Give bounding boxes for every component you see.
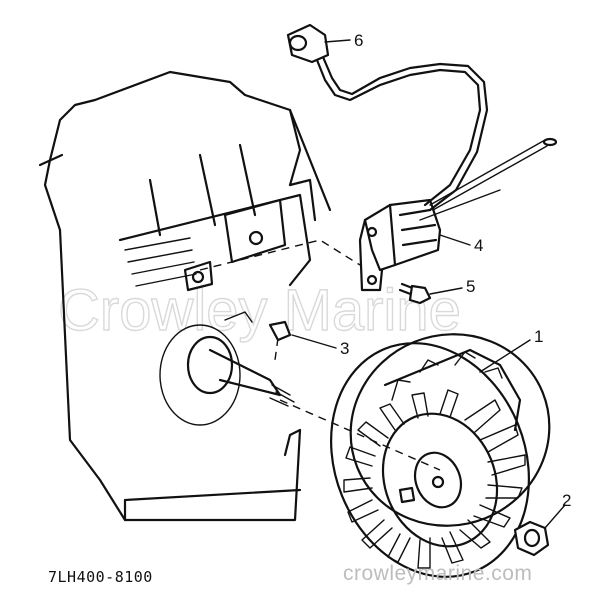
woodruff-key (268, 320, 292, 342)
engine-block (38, 70, 332, 522)
callout-5: 5 (466, 277, 475, 296)
part-code-label: 7LH400-8100 (48, 568, 153, 586)
flywheel-magneto (330, 333, 551, 578)
callout-4: 4 (474, 236, 483, 255)
leader-lines (291, 39, 566, 529)
plug-cap-and-cord (286, 23, 489, 212)
site-watermark: crowleymarine.com (343, 562, 533, 585)
shaft-axis-line (279, 399, 441, 471)
bolt (398, 282, 432, 305)
ignition-coil (358, 137, 558, 292)
callout-1: 1 (534, 327, 543, 346)
watermark: Crowley Marine (58, 278, 461, 343)
callout-6: 6 (354, 31, 363, 50)
callout-2: 2 (562, 491, 571, 510)
flywheel-nut (513, 520, 550, 557)
coil-mount-line (199, 239, 361, 271)
key-align-line (274, 337, 279, 361)
callout-3: 3 (340, 339, 349, 358)
